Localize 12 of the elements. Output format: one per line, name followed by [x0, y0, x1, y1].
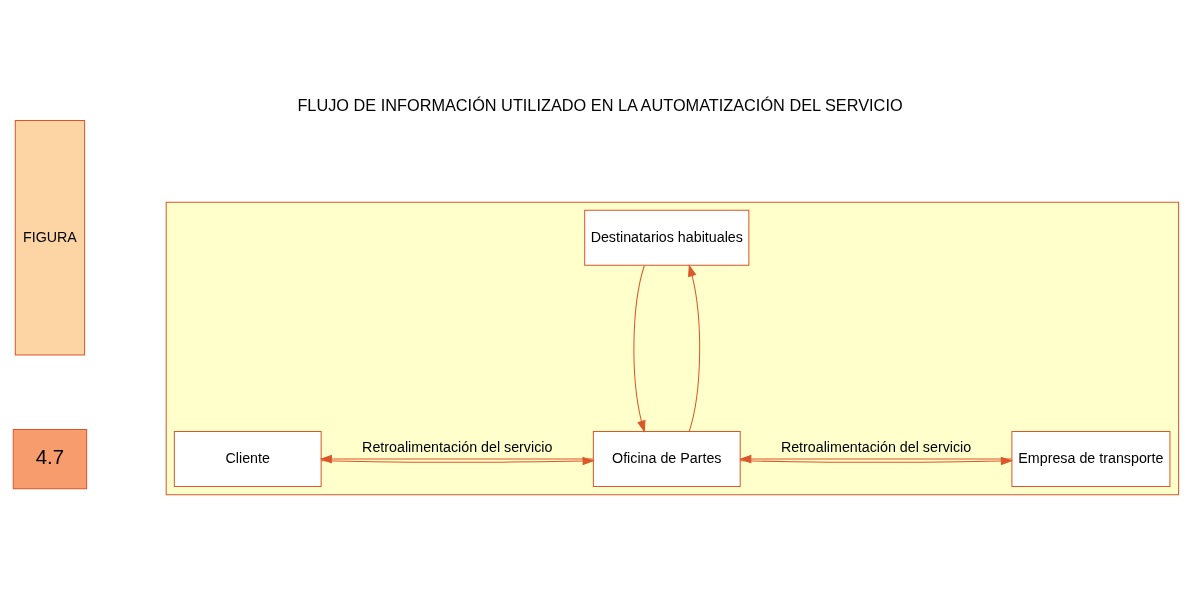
node-box: FIGURA — [14, 120, 86, 356]
node-box: Oficina de Partes — [592, 431, 741, 488]
arrow — [688, 264, 701, 432]
node-box: Destinatarios habituales — [584, 209, 750, 266]
diagram-title: FLUJO DE INFORMACIÓN UTILIZADO EN LA AUTOMATIZACIÓN DEL SERVICIO — [297, 96, 903, 115]
arrow — [633, 265, 646, 433]
edge-label: Retroalimentación del servicio — [362, 439, 553, 456]
edge-label: Retroalimentación del servicio — [780, 439, 972, 456]
node-box: Empresa de transporte — [1011, 431, 1171, 488]
node-box: Cliente — [173, 431, 322, 488]
cluster — [165, 201, 1180, 496]
node-box: 4.7 — [12, 429, 88, 490]
